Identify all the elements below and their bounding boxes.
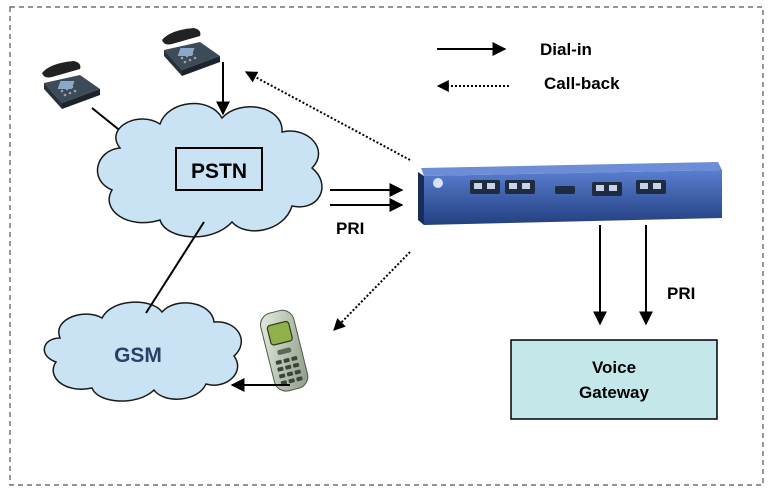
desk-phone-icon bbox=[162, 28, 220, 76]
pstn-gsm-link bbox=[145, 221, 205, 314]
pri-left-label: PRI bbox=[336, 219, 364, 238]
pstn-cloud: PSTN bbox=[96, 102, 323, 238]
voice-gateway-box bbox=[510, 339, 718, 420]
mobile-phone-icon bbox=[260, 309, 309, 392]
legend: Dial-in Call-back bbox=[436, 40, 620, 93]
legend-dial-in-label: Dial-in bbox=[540, 40, 592, 59]
call-back-arrow-to-mobile bbox=[333, 251, 411, 331]
call-back-arrow-to-phone bbox=[244, 71, 411, 161]
voice-gateway-label-line2: Gateway bbox=[579, 383, 649, 402]
legend-call-back-label: Call-back bbox=[544, 74, 620, 93]
pri-right-label: PRI bbox=[667, 284, 695, 303]
voice-gateway-label-line1: Voice bbox=[592, 358, 636, 377]
desk-phone-icon bbox=[42, 61, 100, 109]
rack-device-icon bbox=[418, 162, 722, 225]
gsm-label: GSM bbox=[114, 344, 162, 367]
diagram-border bbox=[9, 6, 764, 486]
pstn-label: PSTN bbox=[191, 160, 247, 183]
voice-gateway: Voice Gateway bbox=[510, 339, 718, 420]
gsm-cloud: GSM bbox=[43, 301, 243, 402]
pstn-label-box bbox=[175, 147, 263, 191]
